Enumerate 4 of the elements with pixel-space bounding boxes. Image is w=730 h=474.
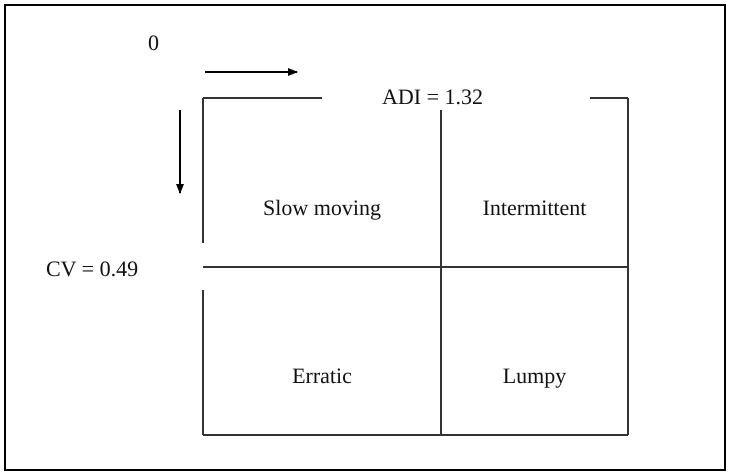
quadrant-label: Erratic xyxy=(292,363,352,389)
quadrant-label: Lumpy xyxy=(502,363,566,389)
quadrant-label: Slow moving xyxy=(263,194,381,220)
quadrant-label: Intermittent xyxy=(482,194,586,220)
